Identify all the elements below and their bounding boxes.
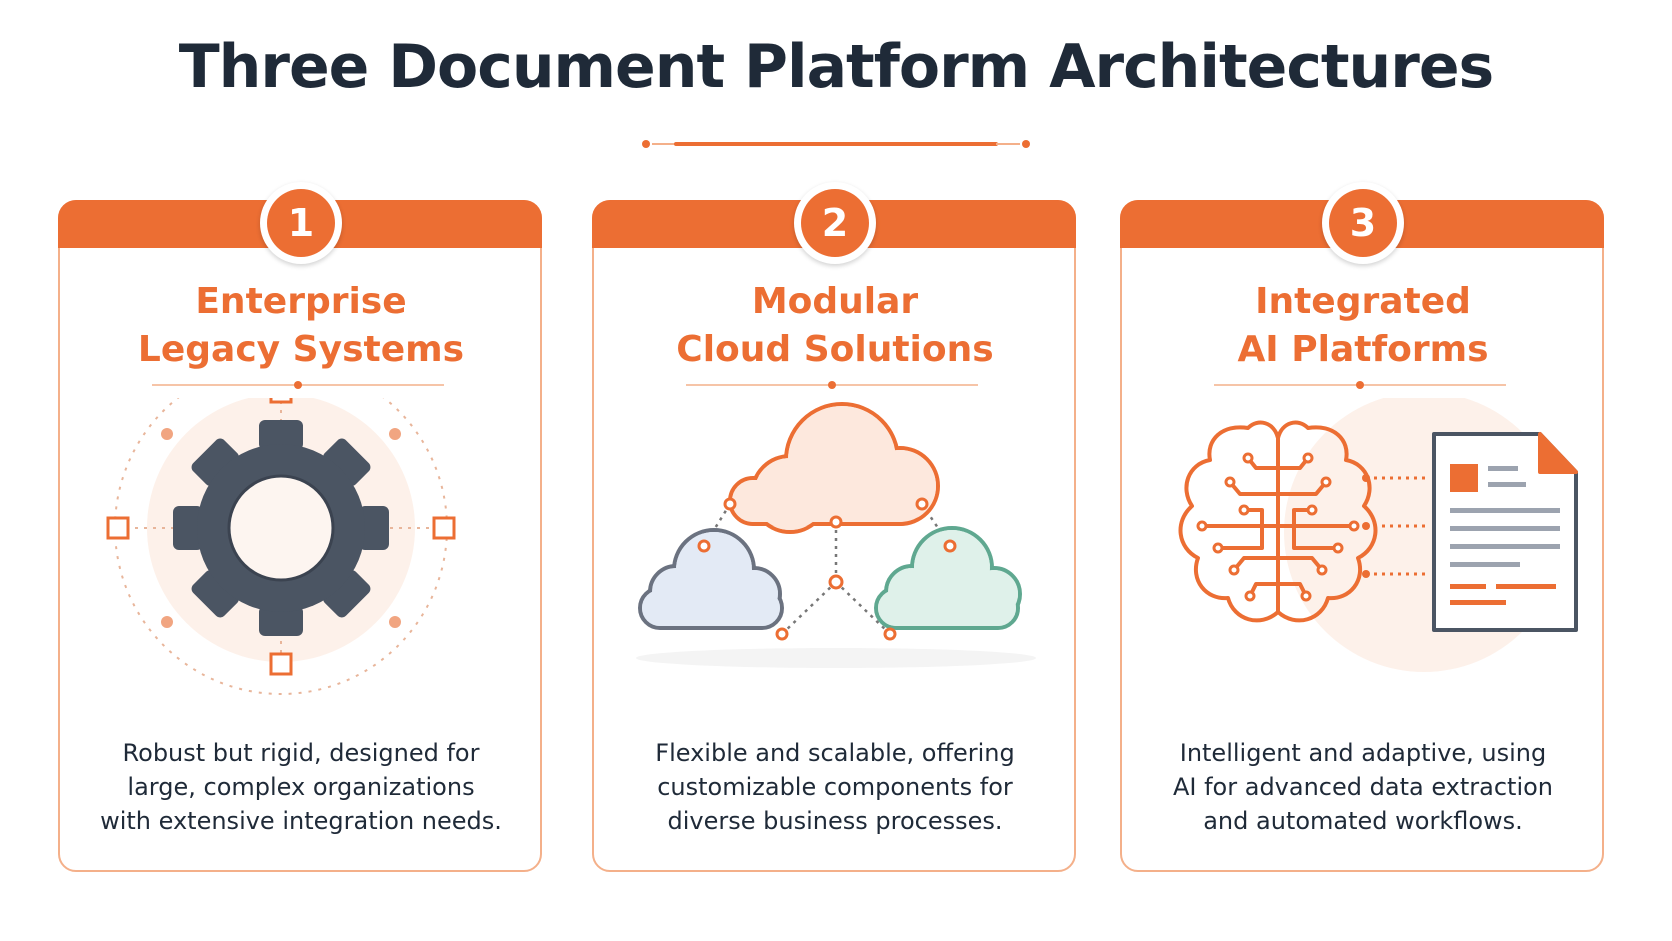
card-heading-line: AI Platforms <box>1237 329 1489 370</box>
brain-icon <box>1178 420 1378 623</box>
cloud-left <box>638 528 784 630</box>
card-description: Flexible and scalable, offering customiz… <box>614 736 1056 838</box>
badge-number: 1 <box>267 189 335 257</box>
document-icon <box>1432 432 1578 632</box>
cloud-network-icon <box>636 402 1036 668</box>
card-description: Intelligent and adaptive, using AI for a… <box>1142 736 1584 838</box>
page-title: Three Document Platform Architectures <box>178 32 1495 102</box>
cloud-main <box>728 402 940 534</box>
card-heading: Enterprise Legacy Systems <box>80 278 522 374</box>
card-description-line: Flexible and scalable, offering <box>655 739 1015 767</box>
card-description-line: with extensive integration needs. <box>100 807 502 835</box>
title-divider <box>642 140 1030 148</box>
card-description-line: and automated workflows. <box>1203 807 1523 835</box>
card-description-line: Robust but rigid, designed for <box>122 739 480 767</box>
card-heading-line: Cloud Solutions <box>676 329 994 370</box>
card-description-line: AI for advanced data extraction <box>1172 773 1554 801</box>
heading-divider <box>1214 381 1506 389</box>
badge-number: 2 <box>801 189 869 257</box>
card-description-line: Intelligent and adaptive, using <box>1179 739 1547 767</box>
card-description-line: customizable components for <box>657 773 1013 801</box>
card-heading-line: Legacy Systems <box>137 329 465 370</box>
ai-brain-document-icon <box>1178 398 1578 672</box>
number-badge: 2 <box>794 182 876 264</box>
architecture-card-enterprise: 1 Enterprise Legacy Systems <box>58 182 542 872</box>
gear-icon <box>106 398 456 695</box>
architecture-card-ai: 3 Integrated AI Platforms <box>1120 182 1604 872</box>
card-heading: Modular Cloud Solutions <box>614 278 1056 374</box>
architecture-card-modular: 2 Modular Cloud Solutions <box>592 182 1076 872</box>
heading-divider <box>152 381 444 389</box>
card-heading-line: Modular <box>751 281 919 322</box>
card-description-line: diverse business processes. <box>667 807 1003 835</box>
number-badge: 3 <box>1322 182 1404 264</box>
card-heading-line: Integrated <box>1255 281 1471 322</box>
heading-divider <box>686 381 978 389</box>
card-heading-line: Enterprise <box>195 281 407 322</box>
number-badge: 1 <box>260 182 342 264</box>
card-description: Robust but rigid, designed for large, co… <box>80 736 522 838</box>
cloud-right <box>874 526 1022 630</box>
badge-number: 3 <box>1329 189 1397 257</box>
card-heading: Integrated AI Platforms <box>1142 278 1584 374</box>
card-description-line: large, complex organizations <box>127 773 475 801</box>
